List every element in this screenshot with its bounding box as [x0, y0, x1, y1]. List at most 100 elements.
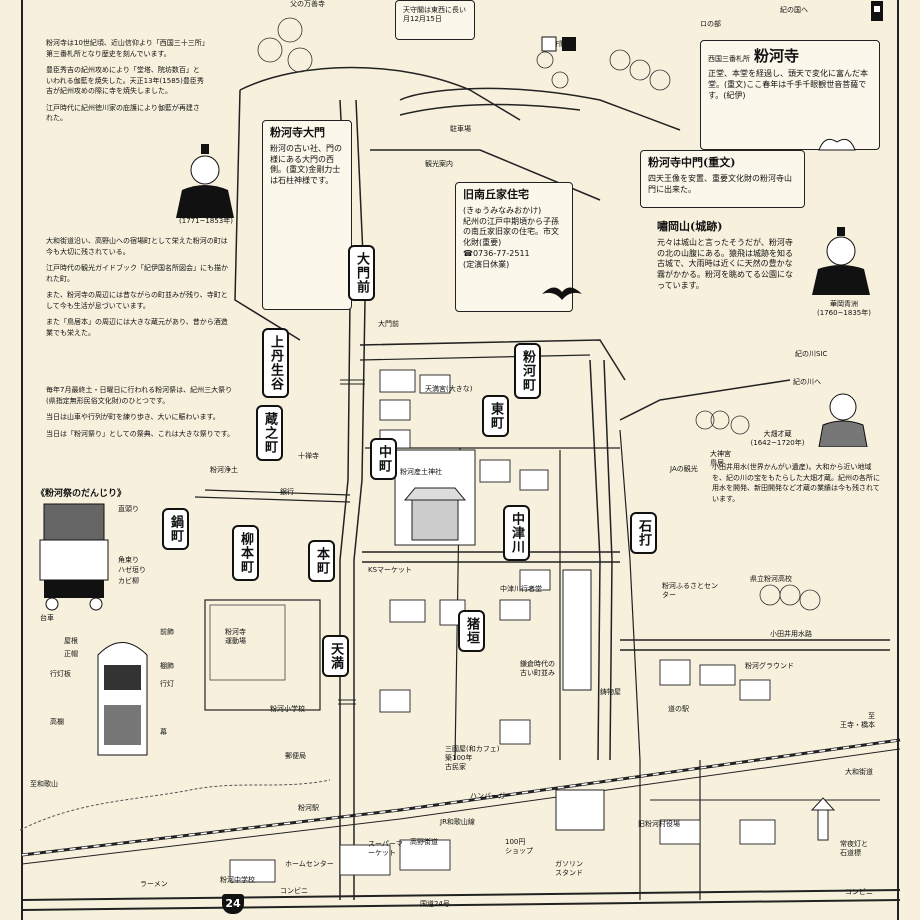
festival-lantern-float-icon [97, 642, 148, 756]
daimon-title: 粉河寺大門 [270, 126, 325, 139]
hanaoka-portrait-icon [812, 227, 870, 295]
map-symbol-icon [541, 36, 576, 52]
kokawadera-name: 粉河寺 [754, 47, 800, 65]
place-convenience-store: コンビニ [280, 887, 308, 895]
bird-icon [542, 287, 582, 300]
place-kokawa-high: 県立粉河高校 [750, 575, 792, 583]
place-bank: 銀行 [280, 488, 294, 496]
street-label-nakatsugawa: 中津川 [503, 505, 530, 561]
tokugawa-years: (1771~1853年) [179, 216, 233, 225]
hanaoka-years: (1760~1835年) [817, 308, 871, 317]
place-to-kinokawa: 紀の川へ [793, 378, 821, 386]
place-jr-wakayama-line: JR和歌山線 [440, 818, 475, 826]
place-kinokawa-sic: 紀の川SIC [795, 350, 828, 358]
street-label-kuranomachi: 蔵之町 [256, 405, 283, 461]
place-supermarket: スーパーマーケット [368, 840, 403, 857]
oohata-name: 大畑才蔵 [763, 430, 792, 438]
hanaoka-caption: 華岡青洲 (1760~1835年) [805, 300, 883, 318]
street-label-nabemachi: 鍋町 [162, 508, 189, 550]
place-ja: JAの観光 [670, 465, 698, 473]
route-24-shield-icon: 24 [222, 894, 244, 914]
history-p6: また、粉河寺の周辺には昔ながらの町並みが残り、寺町として今も生活が息づいています… [46, 291, 228, 310]
history-p5: 江戸時代の観光ガイドブック「紀伊国名所図会」にも描かれた町。 [46, 264, 228, 283]
place-parking: 駐車場 [450, 125, 471, 133]
street-label-kokawamachi: 粉河町 [514, 343, 541, 399]
history-column-mid: 大和街道沿い、高野山への宿場町として栄えた粉河の町は今も大切に残されている。 江… [46, 236, 231, 344]
place-stone-lantern: 常夜灯と 石道標 [840, 840, 868, 857]
street-label-daimonmae: 大門前 [348, 245, 375, 301]
top-note-box: 天守閣は東西に長い月12月15日 [395, 0, 475, 40]
top-note-b: 紀の国へ [780, 6, 808, 14]
urumiyama-title: 嘯岡山(城跡) [657, 220, 723, 233]
place-convenience-store-2: コンビニ [845, 888, 873, 896]
oohata-info: 小田井用水(世界かんがい遺産)。大和から近い地域を、紀の川の宝をもたらした大畑才… [712, 462, 882, 510]
festival-label-4: カビ柳 [118, 577, 139, 585]
place-ubusuna-shrine: 粉河産土神社 [400, 468, 442, 476]
oohata-caption: 大畑才蔵 (1642~1720年) [740, 430, 815, 448]
place-route-24: 国道24号 [420, 900, 450, 908]
place-furusato-center: 粉河ふるさとセンター [662, 582, 718, 599]
kokawadera-text: 正堂、本堂を経過し、頭天で変化に富んだ本堂。(重文)ここ春年は千手千眼観世音菩薩… [708, 69, 868, 100]
festival-label-5: 台車 [40, 614, 54, 622]
place-old-townscape: 鎌倉時代の 古い町並み [520, 660, 555, 677]
kokawadera-prefix: 西国三番札所 [708, 55, 750, 63]
place-tourist-info: 観光案内 [425, 160, 453, 168]
festival-label-3: ハゼ垣り [118, 566, 146, 574]
festival-label-1: 直頭り [118, 505, 139, 513]
minamioka-reading: (きゅうみなみおかけ) [463, 205, 542, 215]
place-post-office: 郵便局 [285, 752, 306, 760]
tokugawa-name: 徳川治宝 [192, 208, 220, 216]
history-p4: 大和街道沿い、高野山への宿場町として栄えた粉河の町は今も大切に残されている。 [46, 237, 228, 256]
history-p8: 毎年7月最終土・日曜日に行われる粉河祭は、紀州三大祭り(県指定無形民俗文化財)の… [46, 386, 233, 405]
minamioka-text: 紀州の江戸中期頃から子孫の南丘家旧家の住宅。市文化財(重要) [463, 216, 559, 248]
street-label-honmachi: 本町 [308, 540, 335, 582]
north-arrow-icon [871, 1, 883, 21]
place-mikuniya-cafe: 三國屋(和カフェ) 築100年 古民家 [445, 745, 500, 771]
danjiri-float-icon [39, 503, 109, 611]
street-label-kaminiutani: 上丹生谷 [262, 328, 289, 398]
oohata-text: 小田井用水(世界かんがい遺産)。大和から近い地域を、紀の川の宝をもたらした大畑才… [712, 463, 880, 503]
festival-label-9: 行灯板 [50, 670, 71, 678]
urumiyama-text: 元々は城山と言ったそうだが、粉河寺の北の山腹にある。猿飛は城跡を知る古城で、大雨… [657, 237, 793, 291]
place-hamburger: ハンバーガー [470, 792, 512, 800]
festival-label-8: 前飾 [160, 628, 174, 636]
place-elementary-school: 粉河小学校 [270, 705, 305, 713]
top-note-a: 父の万善寺 [290, 0, 325, 8]
chumon-text: 四天王像を安置、重要文化財の粉河寺山門に出来た。 [648, 173, 792, 194]
place-gyoja-do: 中津川行者堂 [500, 585, 542, 593]
place-odai-canal: 小田井用水路 [770, 630, 812, 638]
place-juzenji: 十禅寺 [298, 452, 319, 460]
minamioka-title: 旧南丘家住宅 [463, 188, 529, 201]
place-koya-kaido: 高野街道 [410, 838, 438, 846]
place-ramen: ラーメン [140, 880, 168, 888]
history-p9: 当日は山車や行列が町を練り歩き、大いに賑わいます。 [46, 413, 220, 421]
place-kokawa-ground: 粉河グラウンド [745, 662, 794, 670]
place-ks-market: KSマーケット [368, 566, 413, 574]
oohata-portrait-icon [818, 393, 868, 447]
history-p3: 江戸時代に紀州徳川家の庇護により伽藍が再建された。 [46, 103, 200, 123]
place-daimonmae: 大門前 [378, 320, 399, 328]
place-kokawa-jodo: 粉河浄土 [210, 466, 238, 474]
oohata-years: (1642~1720年) [750, 438, 805, 447]
history-column-bottom: 毎年7月最終土・日曜日に行われる粉河祭は、紀州三大祭り(県指定無形民俗文化財)の… [46, 385, 236, 445]
street-label-higashimachi: 東町 [482, 395, 509, 437]
minamioka-tel: ☎0736-77-2511 [463, 249, 530, 259]
place-tenmangu: 天満宮(大きな) [425, 385, 473, 393]
history-p7: また「鳥居本」の周辺には大きな蔵元があり、昔から酒造業でも栄えた。 [46, 318, 228, 337]
street-label-nakamachi: 中町 [370, 438, 397, 480]
festival-label-11: 棚飾 [160, 662, 174, 670]
festival-title: 《粉河祭のだんじり》 [36, 489, 127, 499]
chumon-title: 粉河寺中門(重文) [648, 156, 736, 169]
urumiyama-info: 嘯岡山(城跡) 元々は城山と言ったそうだが、粉河寺の北の山腹にある。猿飛は城跡を… [650, 215, 805, 345]
history-p1: 粉河寺は10世紀頃、近山信仰より「西国三十三所」第三番札所となり歴史を刻んでいま… [46, 39, 206, 58]
place-daijingu-torii: 大神宮 鳥居 [710, 450, 731, 467]
place-junior-high: 粉河中学校 [220, 876, 255, 884]
daimon-info-box: 粉河寺大門 粉河の古い社、門の様にある大門の西側。(重文)金剛力士は石柱神様です… [262, 120, 352, 310]
place-100yen-shop: 100円 ショップ [505, 838, 533, 855]
place-to-oji-hashimoto: 至 王寺・橋本 [840, 712, 875, 729]
history-p10: 当日は「粉河祭り」としての祭典、これは大きな祭りです。 [46, 429, 235, 438]
place-foundry: 鋳物屋 [600, 688, 621, 696]
history-p2: 豊臣秀吉の紀州攻めにより「堂塔、院坊数百」といわれる伽藍を焼失した。天正13年(… [46, 66, 204, 95]
festival-label-10: 高欄 [50, 718, 64, 726]
festival-label-2: 角束り [118, 556, 139, 564]
